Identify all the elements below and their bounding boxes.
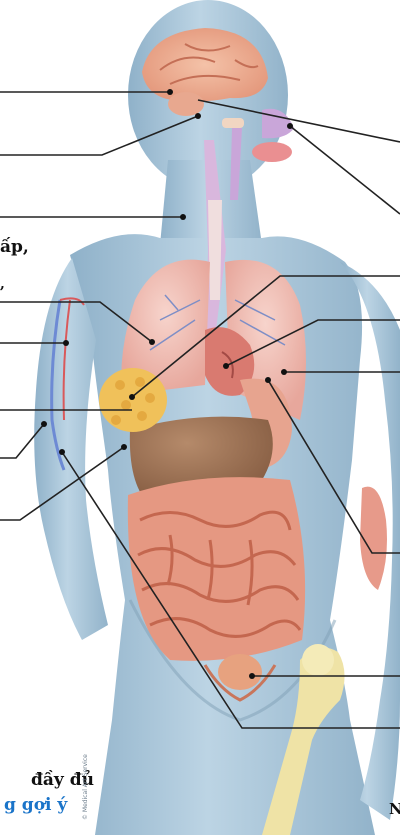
intestines (128, 477, 305, 661)
text-fragment-left-comma: , (0, 276, 5, 292)
text-fragment-bottom-right: N (389, 800, 400, 818)
image-credit: © Medical Art Service (82, 754, 89, 820)
text-fragment-bottom-line2: g gợi ý (4, 795, 67, 815)
text-fragment-left-mid: ấp, (0, 237, 29, 257)
